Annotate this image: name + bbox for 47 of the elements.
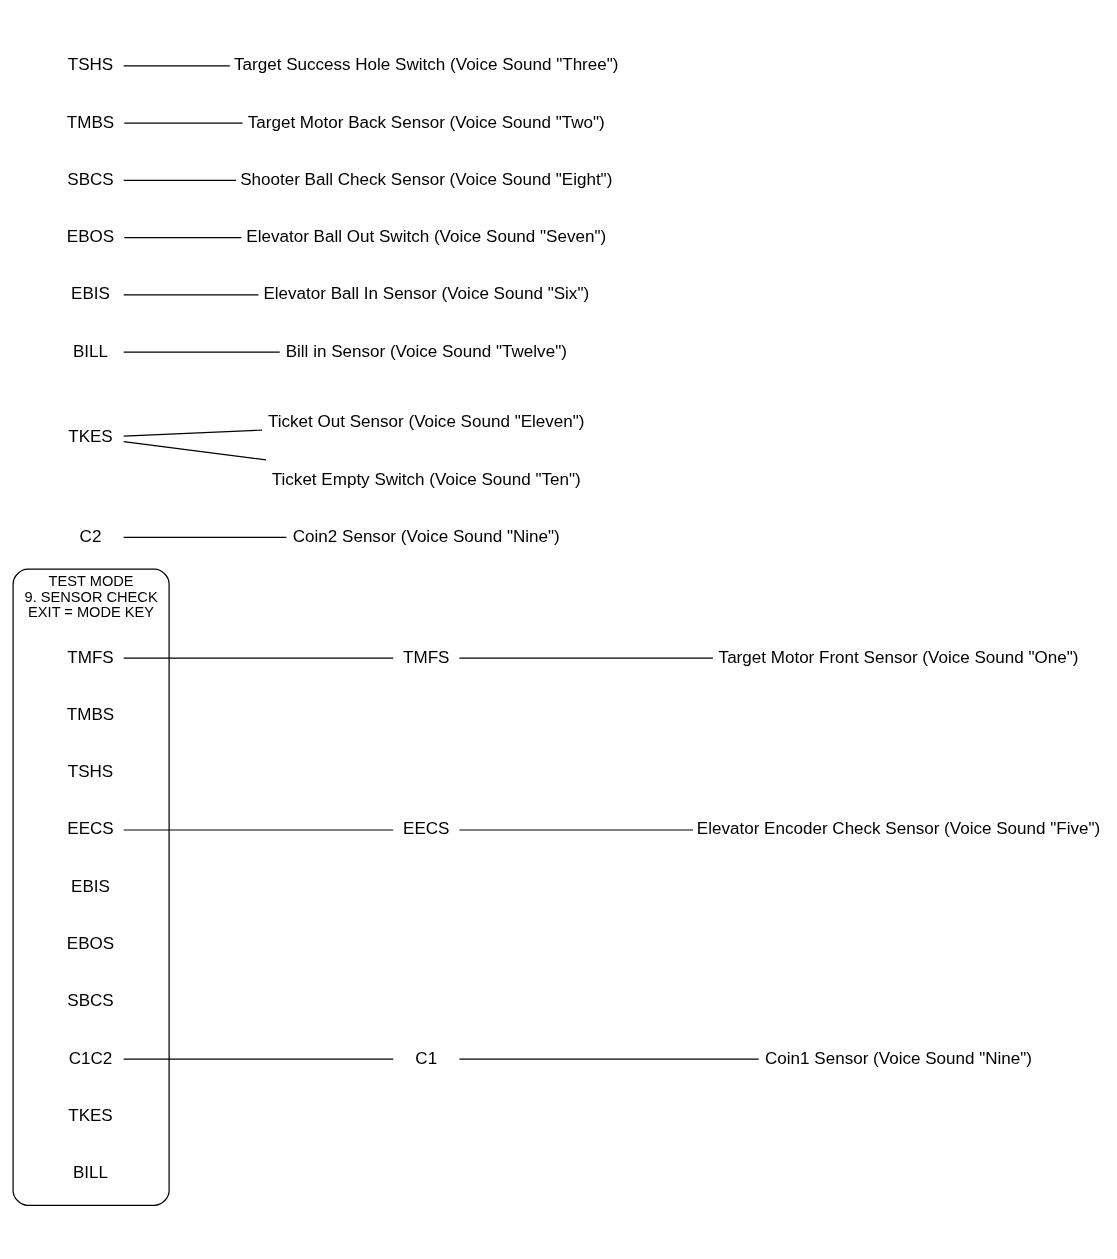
- node-text: TMFS: [67, 647, 114, 667]
- node-text: EBIS: [71, 876, 110, 896]
- connector: [123, 294, 260, 296]
- node-text: BILL: [72, 1163, 109, 1183]
- node-text: C1: [415, 1048, 438, 1068]
- connector: [123, 1058, 394, 1060]
- connector: [123, 237, 242, 239]
- node-text: EECS: [403, 819, 450, 839]
- node-text: TSHS: [67, 55, 114, 75]
- node-text: Target Motor Back Sensor (Voice Sound "Two"): [247, 112, 605, 132]
- node-text: Shooter Ball Check Sensor (Voice Sound "Eight"): [240, 169, 613, 189]
- node-text: BILL: [72, 341, 109, 361]
- connector: [123, 657, 394, 659]
- node-text: Target Success Hole Switch (Voice Sound "Three"): [234, 55, 619, 75]
- node-text: Target Motor Front Sensor (Voice Sound "One"): [718, 647, 1079, 667]
- node-text: Ticket Out Sensor (Voice Sound "Eleven"): [267, 412, 585, 432]
- node-text: SBCS: [67, 991, 114, 1011]
- node-text: Bill in Sensor (Voice Sound "Twelve"): [285, 341, 567, 361]
- node-text: TKES: [68, 427, 113, 447]
- node-text: EBOS: [66, 227, 115, 247]
- node-text: TSHS: [67, 762, 114, 782]
- connector: [123, 351, 281, 353]
- connector: [123, 122, 244, 124]
- connector: [123, 429, 263, 437]
- node-text: EBIS: [71, 284, 110, 304]
- connector: [123, 65, 231, 67]
- node-text: TKES: [68, 1105, 113, 1125]
- node-text: SBCS: [67, 169, 114, 189]
- node-text: TMBS: [66, 112, 115, 132]
- node-text: TMFS: [403, 647, 450, 667]
- node-text: EBOS: [66, 934, 115, 954]
- node-text: Ticket Empty Switch (Voice Sound "Ten"): [271, 469, 581, 489]
- node-text: TMBS: [66, 704, 115, 724]
- connector: [123, 179, 237, 181]
- node-text: Elevator Ball Out Switch (Voice Sound "Seven"): [246, 227, 607, 247]
- connector: [458, 1058, 760, 1060]
- connector: [123, 441, 267, 461]
- node-text: Coin1 Sensor (Voice Sound "Nine"): [765, 1048, 1033, 1068]
- connector: [123, 536, 287, 539]
- node-text: Elevator Encoder Check Sensor (Voice Sound "Five"): [696, 819, 1101, 839]
- node-text: C2: [79, 526, 102, 546]
- node-text: Coin2 Sensor (Voice Sound "Nine"): [292, 526, 560, 546]
- connector: [123, 829, 394, 831]
- connector: [458, 657, 714, 659]
- node-text: C1C2: [68, 1048, 113, 1068]
- node-text: Elevator Ball In Sensor (Voice Sound "Six"): [263, 284, 590, 304]
- node-text: EECS: [67, 819, 114, 839]
